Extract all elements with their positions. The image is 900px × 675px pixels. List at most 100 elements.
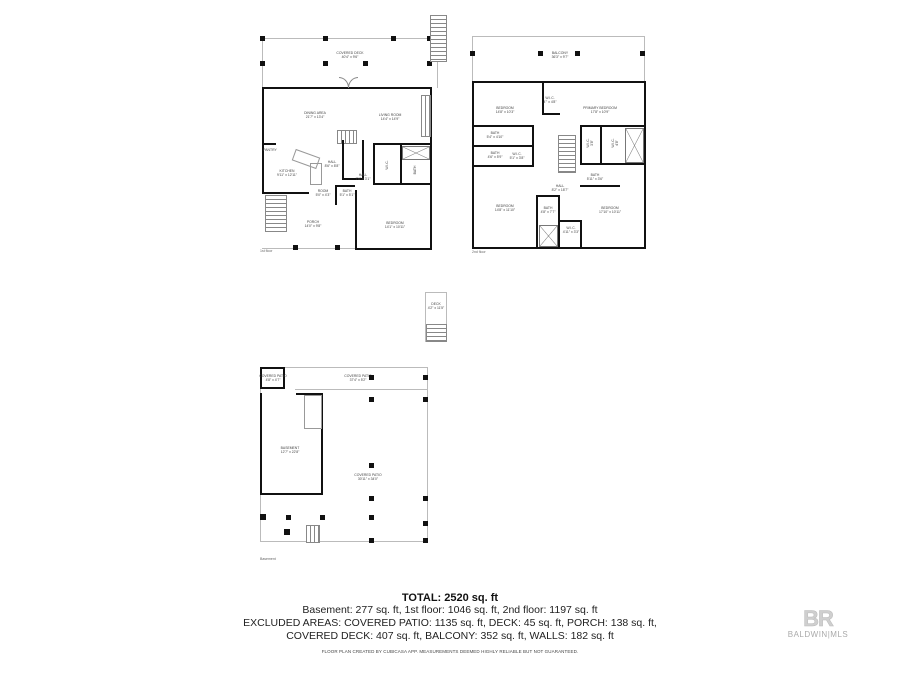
shower bbox=[402, 146, 430, 160]
kitchen-island bbox=[310, 163, 322, 185]
post bbox=[286, 515, 291, 520]
baldwin-mls-watermark: BR BALDWIN|MLS bbox=[778, 606, 858, 639]
balcony-edge bbox=[644, 36, 645, 81]
post bbox=[423, 496, 428, 501]
interior-stairs bbox=[558, 135, 576, 173]
post bbox=[423, 521, 428, 526]
wall bbox=[335, 185, 337, 205]
wall bbox=[260, 367, 262, 389]
post bbox=[260, 36, 265, 41]
wall bbox=[600, 125, 602, 165]
post bbox=[575, 51, 580, 56]
post bbox=[391, 36, 396, 41]
shower bbox=[625, 128, 644, 163]
post bbox=[363, 61, 368, 66]
deck-edge bbox=[437, 38, 438, 88]
post bbox=[427, 61, 432, 66]
room-label: W.I.C. bbox=[385, 160, 389, 170]
post bbox=[335, 245, 340, 250]
post bbox=[423, 375, 428, 380]
post bbox=[323, 61, 328, 66]
wall bbox=[335, 185, 355, 187]
wall bbox=[536, 195, 538, 249]
post bbox=[369, 397, 374, 402]
excluded-areas: EXCLUDED AREAS: COVERED PATIO: 1135 sq. … bbox=[243, 617, 657, 629]
wall bbox=[542, 83, 544, 115]
wall bbox=[472, 145, 532, 147]
wall bbox=[260, 387, 285, 389]
room-label: W.I.C.4'11" x 3'3" bbox=[562, 226, 580, 234]
post bbox=[293, 245, 298, 250]
wall bbox=[400, 143, 402, 185]
patio-edge bbox=[260, 367, 428, 368]
room-label: W.I.C.3'8" bbox=[586, 138, 594, 148]
post bbox=[470, 51, 475, 56]
wall bbox=[580, 163, 644, 165]
wall bbox=[373, 183, 431, 185]
wall bbox=[472, 125, 532, 127]
wall bbox=[580, 220, 582, 248]
wall bbox=[536, 195, 560, 197]
deck-edge bbox=[262, 38, 437, 39]
wall bbox=[560, 220, 582, 222]
wall bbox=[355, 190, 357, 250]
wall bbox=[644, 81, 646, 249]
wall bbox=[362, 140, 364, 180]
storage bbox=[304, 395, 322, 429]
wall bbox=[262, 87, 432, 89]
wall bbox=[342, 178, 364, 180]
total-area: TOTAL: 2520 sq. ft bbox=[401, 592, 499, 604]
patio-edge bbox=[295, 389, 428, 390]
deck-edge bbox=[446, 292, 447, 342]
patio-edge bbox=[427, 367, 428, 542]
wall bbox=[283, 367, 285, 389]
room-label: PANTRY bbox=[263, 148, 277, 152]
post bbox=[320, 515, 325, 520]
wall bbox=[430, 87, 432, 250]
wall bbox=[262, 87, 264, 192]
post bbox=[423, 397, 428, 402]
wall bbox=[260, 393, 262, 495]
wall bbox=[580, 125, 582, 165]
post bbox=[284, 529, 290, 535]
porch-stairs bbox=[265, 195, 287, 232]
post bbox=[369, 515, 374, 520]
floor-name: 1st floor bbox=[260, 249, 273, 253]
deck-edge bbox=[425, 292, 447, 293]
door bbox=[348, 77, 358, 88]
wall bbox=[580, 125, 644, 127]
br-logo-icon: BR bbox=[803, 606, 834, 631]
wall bbox=[373, 143, 431, 145]
interior-stairs bbox=[337, 130, 357, 144]
post bbox=[369, 375, 374, 380]
wall bbox=[262, 143, 276, 145]
wall bbox=[373, 145, 375, 185]
post bbox=[260, 61, 265, 66]
wall bbox=[321, 393, 323, 495]
post bbox=[369, 463, 374, 468]
wall bbox=[472, 81, 646, 83]
post bbox=[423, 538, 428, 543]
